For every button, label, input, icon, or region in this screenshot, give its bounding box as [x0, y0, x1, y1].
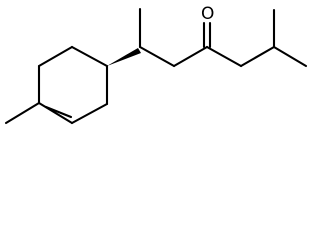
structure-svg: O [4, 4, 308, 125]
chain-bond-1 [138, 45, 176, 68]
ring-bond-c2-c3 [37, 45, 74, 68]
ring-bond-c1-c2 [70, 45, 109, 68]
ring-double-bond-inner [44, 105, 73, 119]
chain-bond-2 [172, 45, 209, 68]
ring-bond-c4-c5 [37, 101, 74, 125]
ring-methyl-bond [4, 101, 41, 125]
molecule-diagram: O [4, 4, 308, 125]
oxygen-atom-label: O [201, 4, 214, 24]
isopropyl-methyl-right [272, 45, 308, 68]
chain-bond-4 [239, 45, 276, 68]
stereo-wedge-bond [107, 48, 141, 66]
chain-bond-3 [205, 45, 243, 68]
ring-bond-c5-c6 [70, 102, 109, 125]
